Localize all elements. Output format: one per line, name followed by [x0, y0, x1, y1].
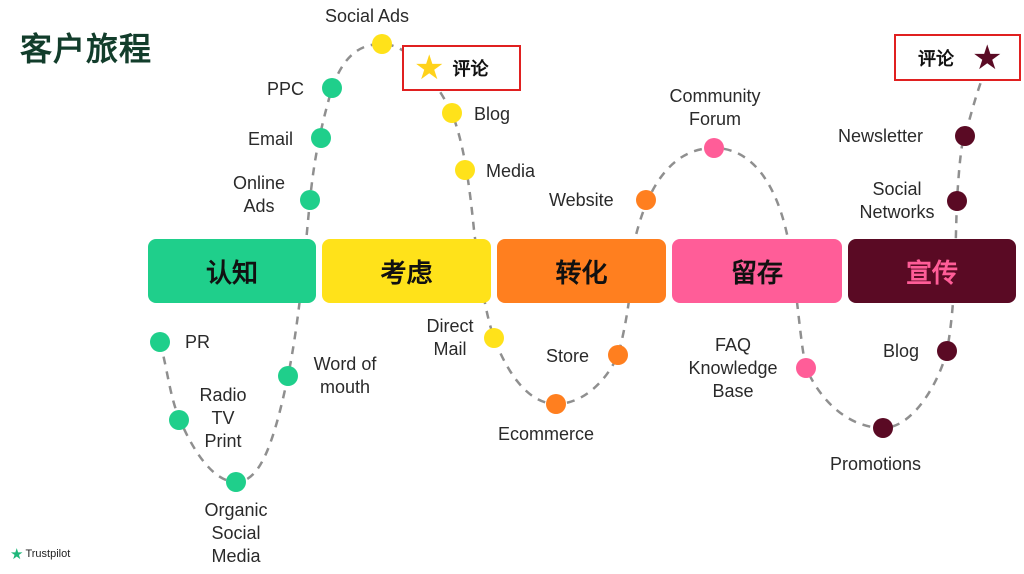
label-store: Store [546, 346, 590, 366]
stage-advocacy-label: 宣传 [905, 258, 958, 289]
stage-retention: 留存 [672, 239, 842, 303]
dot-social-ads [372, 34, 392, 54]
stage-consideration: 考虑 [322, 239, 491, 303]
label-ecommerce: Ecommerce [498, 424, 595, 444]
brand-logo: ★ Trustpilot [10, 545, 70, 563]
stage-advocacy: 宣传 [848, 239, 1016, 303]
trustpilot-star-icon: ★ [10, 546, 24, 563]
stage-consideration-label: 考虑 [380, 258, 433, 289]
dot-radio-tv-print [169, 410, 189, 430]
label-blog-advocacy: Blog [883, 341, 920, 361]
label-newsletter: Newsletter [838, 126, 924, 146]
dot-online-ads [300, 190, 320, 210]
label-direct-mail: Direct Mail [426, 316, 474, 359]
stage-retention-label: 留存 [730, 258, 783, 289]
label-radio-tv-print: Radio TV Print [199, 385, 247, 451]
stage-awareness-label: 认知 [205, 258, 258, 289]
dot-word-of-mouth [278, 366, 298, 386]
label-blog-consideration: Blog [474, 104, 511, 124]
label-community-forum: Community Forum [669, 86, 761, 129]
dot-ecommerce [546, 394, 566, 414]
star-icon: ★ [972, 37, 1003, 78]
dot-blog-consideration [442, 103, 462, 123]
label-faq-knowledge-base: FAQ Knowledge Base [688, 335, 778, 401]
dot-faq-knowledge-base [796, 358, 816, 378]
dot-social-networks [947, 191, 967, 211]
label-social-ads: Social Ads [325, 6, 410, 26]
dot-direct-mail [484, 328, 504, 348]
label-social-networks: Social Networks [859, 179, 935, 222]
dot-promotions [873, 418, 893, 438]
label-online-ads: Online Ads [232, 173, 286, 216]
dot-media [455, 160, 475, 180]
dot-ppc [322, 78, 342, 98]
label-email: Email [248, 129, 294, 149]
label-media: Media [486, 161, 536, 181]
dot-pr [150, 332, 170, 352]
review-box-consideration: ★ 评论 [402, 45, 521, 91]
page-title: 客户旅程 [20, 30, 153, 68]
brand-name: Trustpilot [25, 548, 71, 560]
label-organic-social-media: Organic Social Media [204, 500, 268, 566]
label-website: Website [549, 190, 614, 210]
review-label: 评论 [452, 59, 489, 80]
dot-website [636, 190, 656, 210]
review-box-advocacy: 评论 ★ [894, 34, 1021, 81]
label-ppc: PPC [267, 79, 305, 99]
label-promotions: Promotions [830, 454, 922, 474]
stage-awareness: 认知 [148, 239, 316, 303]
stage-conversion: 转化 [497, 239, 666, 303]
label-pr: PR [185, 332, 211, 352]
dot-organic-social-media [226, 472, 246, 492]
dot-community-forum [704, 138, 724, 158]
dot-blog-advocacy [937, 341, 957, 361]
star-icon: ★ [414, 48, 445, 88]
dot-store [608, 345, 628, 365]
review-label: 评论 [918, 48, 954, 70]
dot-newsletter [955, 126, 975, 146]
stage-conversion-label: 转化 [555, 258, 608, 289]
dot-email [311, 128, 331, 148]
label-word-of-mouth: Word of mouth [313, 354, 377, 397]
